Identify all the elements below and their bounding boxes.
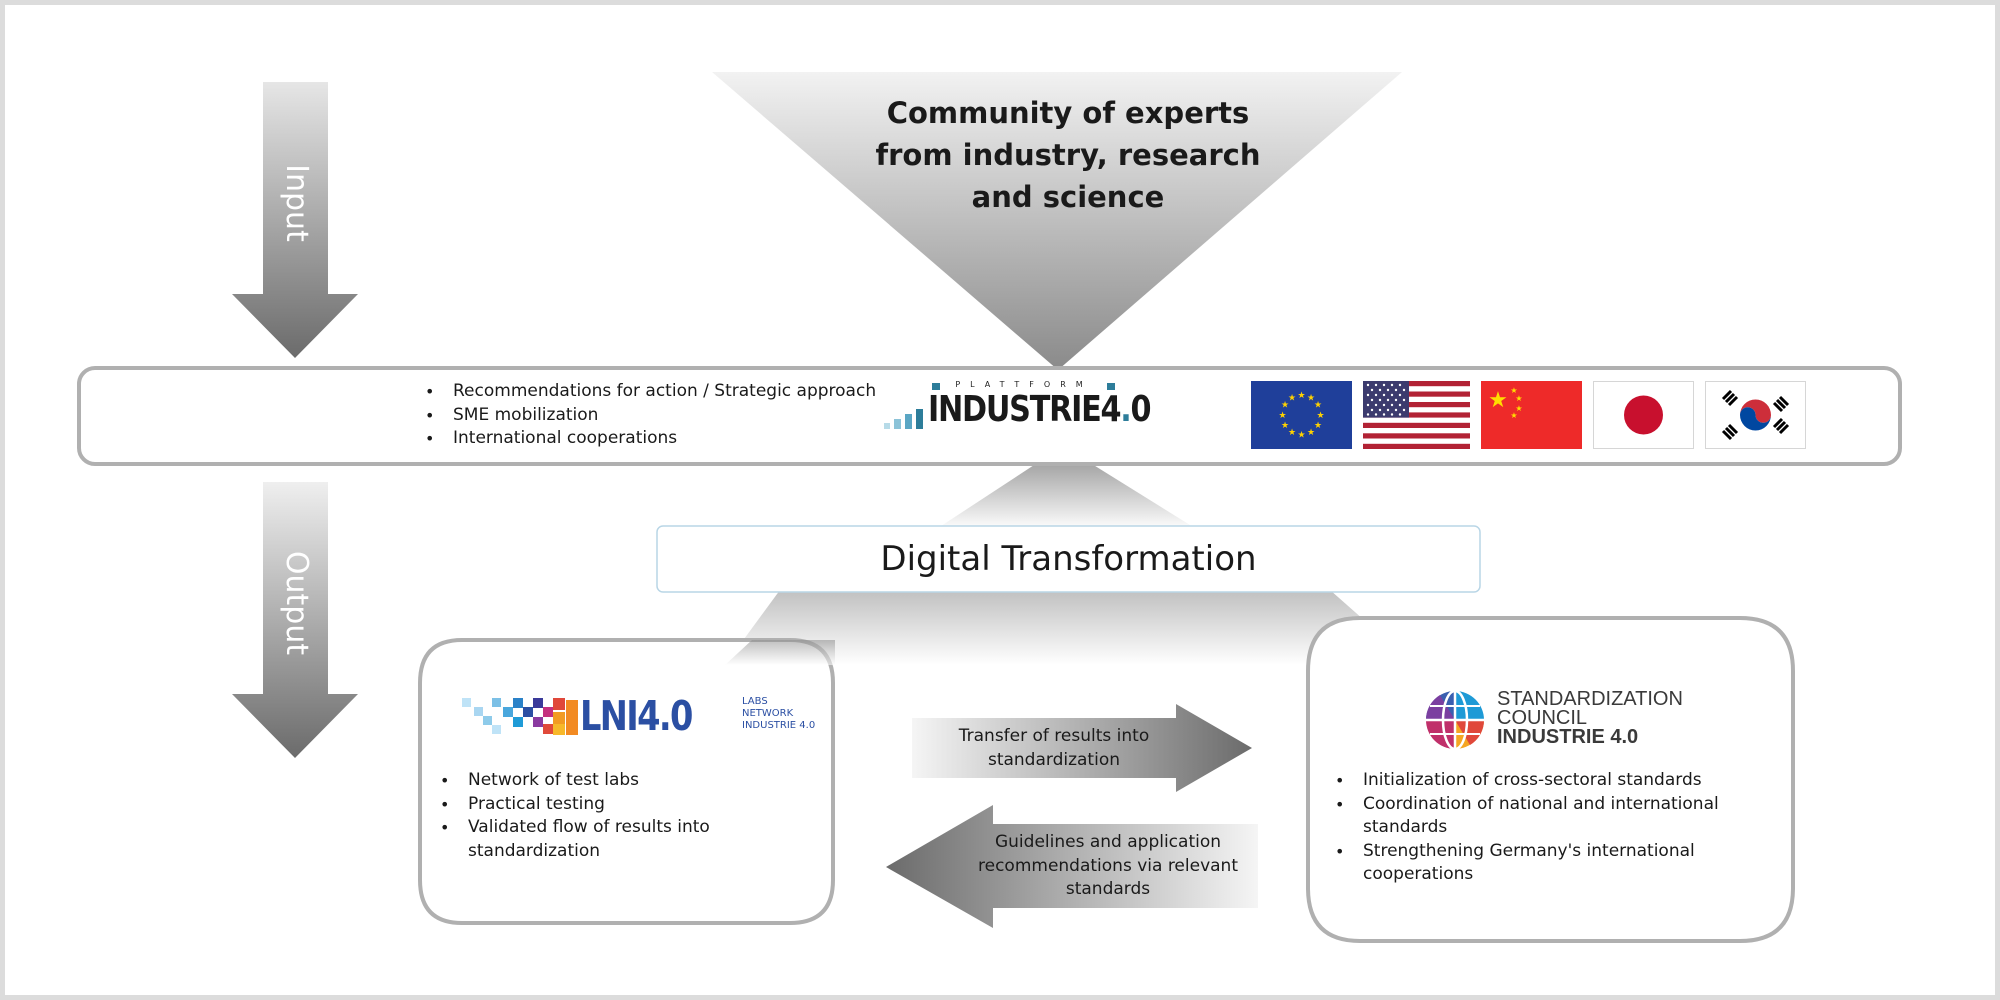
platform-bullet: International cooperations [425, 427, 895, 451]
svg-text:★: ★ [1515, 404, 1522, 413]
sci-bullet: Strengthening Germany's international co… [1335, 840, 1785, 887]
platform-logo-wordmark: INDUSTRIE4.0 [928, 389, 1152, 431]
platform-logo-name: INDUSTRIE [928, 389, 1102, 430]
transfer-arrow [912, 704, 1252, 792]
svg-text:★: ★ [1307, 428, 1315, 438]
japan-flag [1593, 381, 1694, 449]
community-funnel [712, 72, 1402, 370]
lni-logo-sub-line: LABS [742, 696, 768, 707]
transfer-arrow-label: Transfer of results into standardization [958, 726, 1150, 770]
lni-box-cone-overlap [725, 640, 835, 665]
svg-text:★: ★ [1314, 421, 1322, 431]
lni-logo-sub-line: INDUSTRIE 4.0 [742, 720, 816, 731]
community-title: Community of experts from industry, rese… [858, 92, 1278, 218]
input-arrow [232, 82, 358, 358]
lni-logo-name: LNI4.0 [580, 692, 693, 740]
svg-text:★: ★ [1288, 428, 1296, 438]
china-flag: ★ ★ ★ ★ ★ [1481, 381, 1582, 449]
svg-text:★: ★ [1297, 391, 1305, 401]
us-stripes [1363, 381, 1470, 449]
output-arrow [232, 482, 358, 758]
platform-logo-dot: . [1120, 389, 1132, 430]
svg-text:★: ★ [1307, 394, 1315, 404]
sci-bullet-list: Initialization of cross-sectoral standar… [1335, 769, 1785, 887]
digital-transformation-box [656, 525, 1481, 593]
lni-logo-sub-line: NETWORK [742, 708, 794, 719]
korea-taeguk [1721, 389, 1790, 441]
sci-logo-line: STANDARDIZATION [1497, 688, 1683, 710]
svg-text:★: ★ [1314, 401, 1322, 411]
platform-bullet: Recommendations for action / Strategic a… [425, 380, 895, 404]
guidelines-arrow-label: Guidelines and application recommendatio… [978, 832, 1238, 899]
platform-logo: PLATTFORM INDUSTRIE4.0 [928, 380, 1152, 436]
sci-bullet: Coordination of national and internation… [1335, 793, 1785, 840]
svg-text:★: ★ [1281, 401, 1289, 411]
eu-stars: ★ ★ ★ ★ ★ ★ ★ ★ ★ ★ ★ ★ [1278, 391, 1324, 441]
digital-transformation-label: Digital Transformation [880, 539, 1257, 579]
svg-text:★: ★ [1488, 388, 1508, 413]
svg-text:★: ★ [1281, 421, 1289, 431]
svg-text:★: ★ [1297, 431, 1305, 441]
platform-logo-version: 4 [1100, 389, 1121, 430]
input-label: Input [279, 164, 314, 242]
svg-text:★: ★ [1515, 394, 1522, 403]
sci-globe-icon [1425, 689, 1485, 751]
lni-logo-sub: LABS NETWORK INDUSTRIE 4.0 [742, 696, 815, 732]
lni-bullet: Network of test labs [440, 769, 770, 793]
platform-logo-kicker: PLATTFORM [955, 380, 1093, 389]
lni-bullet: Validated flow of results into standardi… [440, 816, 718, 863]
china-stars: ★ ★ ★ ★ ★ [1488, 386, 1522, 420]
lni-bullet: Practical testing [440, 793, 770, 817]
transformation-cone [725, 590, 1415, 665]
platform-bullet: SME mobilization [425, 404, 895, 428]
sci-logo-text: STANDARDIZATION COUNCIL INDUSTRIE 4.0 [1497, 688, 1683, 748]
lni-bullet-list: Network of test labs Practical testing V… [440, 769, 770, 863]
us-flag [1363, 381, 1470, 449]
sci-bullet: Initialization of cross-sectoral standar… [1335, 769, 1785, 793]
output-label: Output [279, 550, 314, 656]
eu-flag: ★ ★ ★ ★ ★ ★ ★ ★ ★ ★ ★ ★ [1251, 381, 1352, 449]
guidelines-arrow [886, 805, 1258, 928]
platform-logo-minor: 0 [1130, 389, 1152, 430]
korea-flag [1705, 381, 1806, 449]
community-line-3: and science [971, 180, 1165, 214]
lni-pixel-mark [462, 698, 578, 735]
community-line-2: from industry, research [875, 138, 1261, 172]
japan-disc [1624, 395, 1663, 435]
svg-text:★: ★ [1278, 411, 1286, 421]
svg-text:★: ★ [1510, 411, 1517, 420]
svg-text:★: ★ [1288, 394, 1296, 404]
sci-logo-line: INDUSTRIE 4.0 [1497, 726, 1639, 748]
svg-text:★: ★ [1316, 411, 1324, 421]
platform-cone [935, 446, 1198, 530]
svg-text:★: ★ [1510, 386, 1517, 395]
community-line-1: Community of experts [886, 96, 1250, 130]
sci-logo-line: COUNCIL [1497, 707, 1588, 729]
platform-bullet-list: Recommendations for action / Strategic a… [425, 380, 895, 451]
